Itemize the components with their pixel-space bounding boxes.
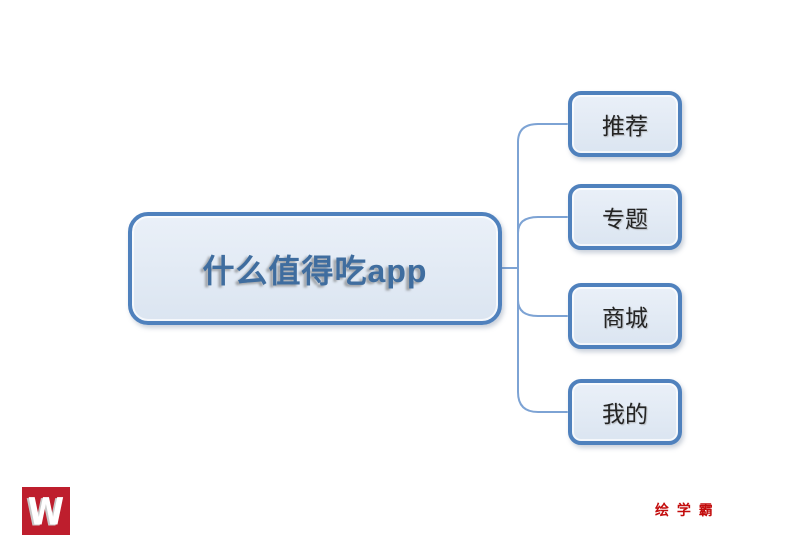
child-node-label: 商城 [602,305,648,331]
connector-to-child-3 [517,267,568,317]
root-node: 什么值得吃app [128,212,502,325]
site-watermark: 绘 学 霸 [655,502,715,518]
child-node-label: 我的 [602,401,648,427]
huixueba-logo: W [22,487,70,535]
child-node-mall: 商城 [568,283,682,349]
child-node-topics: 专题 [568,184,682,250]
child-node-mine: 我的 [568,379,682,445]
child-node-label: 推荐 [602,113,648,139]
connector-to-child-2 [517,216,568,269]
child-node-recommend: 推荐 [568,91,682,157]
root-node-label: 什么值得吃app [202,252,428,289]
logo-w-icon: W [27,489,65,533]
connector-to-child-4 [517,267,568,413]
connector-to-child-1 [517,123,568,269]
child-node-label: 专题 [602,206,648,232]
